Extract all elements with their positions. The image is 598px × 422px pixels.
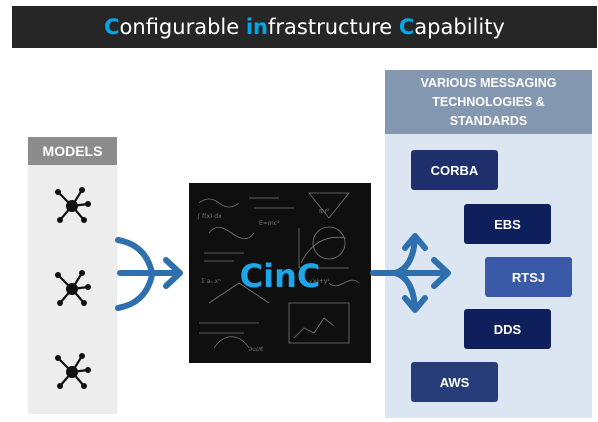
svg-text:Σ aₙ xⁿ: Σ aₙ xⁿ: [201, 278, 221, 285]
svg-text:∂u/∂t: ∂u/∂t: [249, 346, 264, 353]
title-bar: Configurable infrastructure Capability: [12, 6, 597, 48]
svg-text:∫ f(x) dx: ∫ f(x) dx: [197, 213, 222, 220]
svg-text:π r²: π r²: [319, 208, 330, 215]
tech-item-ebs: EBS: [464, 204, 551, 244]
tech-item-dds: DDS: [464, 309, 551, 349]
svg-text:√x²+y²: √x²+y²: [309, 278, 330, 285]
network-node-icon: [55, 353, 91, 389]
merge-arrow-icon: [115, 237, 183, 311]
network-node-icon: [55, 270, 91, 306]
cinc-label: CinC: [239, 257, 321, 295]
split-arrow-icon: [370, 233, 451, 313]
models-header: MODELS: [28, 137, 117, 165]
title-text: Configurable infrastructure Capability: [104, 15, 505, 39]
chalkboard-formulas-image: ∫ f(x) dx E=mc² Σ aₙ xⁿ √x²+y² ∂u/∂t π r…: [197, 192, 360, 353]
tech-item-rtsj: RTSJ: [485, 257, 572, 297]
svg-text:E=mc²: E=mc²: [259, 220, 280, 227]
cinc-box: ∫ f(x) dx E=mc² Σ aₙ xⁿ √x²+y² ∂u/∂t π r…: [189, 183, 371, 363]
tech-item-corba: CORBA: [411, 150, 498, 190]
tech-item-aws: AWS: [411, 362, 498, 402]
network-node-icon: [55, 187, 91, 223]
technologies-header: VARIOUS MESSAGING TECHNOLOGIES & STANDAR…: [385, 70, 592, 134]
